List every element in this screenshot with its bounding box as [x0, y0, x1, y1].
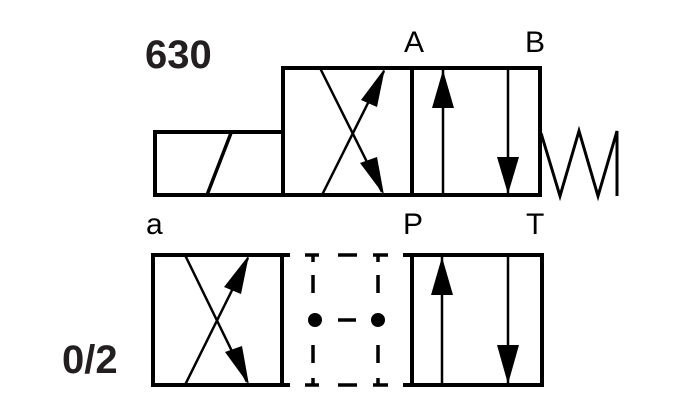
port-p-label: P [403, 208, 423, 241]
crossed-flow-envelope [151, 253, 290, 387]
port-b-label: B [525, 26, 545, 59]
crossed-flow-envelope [281, 66, 414, 197]
parallel-flow-envelope [403, 253, 544, 387]
arrow-down-icon [497, 345, 519, 384]
spring-icon [539, 125, 619, 202]
bottom-code-label: 0/2 [62, 338, 118, 382]
solenoid-side-label: a [146, 208, 163, 241]
junction-dot-icon [308, 313, 322, 327]
arrow-down-icon [360, 157, 384, 195]
port-a-label: A [404, 26, 424, 59]
top-code-label: 630 [145, 33, 212, 77]
parallel-flow-envelope [410, 66, 542, 197]
port-t-label: T [526, 208, 544, 241]
arrow-up-icon [224, 255, 249, 294]
bottom-valve-symbol [151, 253, 544, 387]
arrow-down-icon [497, 157, 519, 194]
solenoid-icon [153, 130, 285, 197]
top-valve-symbol [153, 66, 619, 202]
arrow-up-icon [361, 68, 385, 107]
arrow-down-icon [225, 346, 249, 385]
arrow-up-icon [432, 70, 454, 108]
dashed-transition-envelope [305, 253, 388, 387]
junction-dot-icon [371, 313, 385, 327]
arrow-up-icon [431, 257, 453, 295]
